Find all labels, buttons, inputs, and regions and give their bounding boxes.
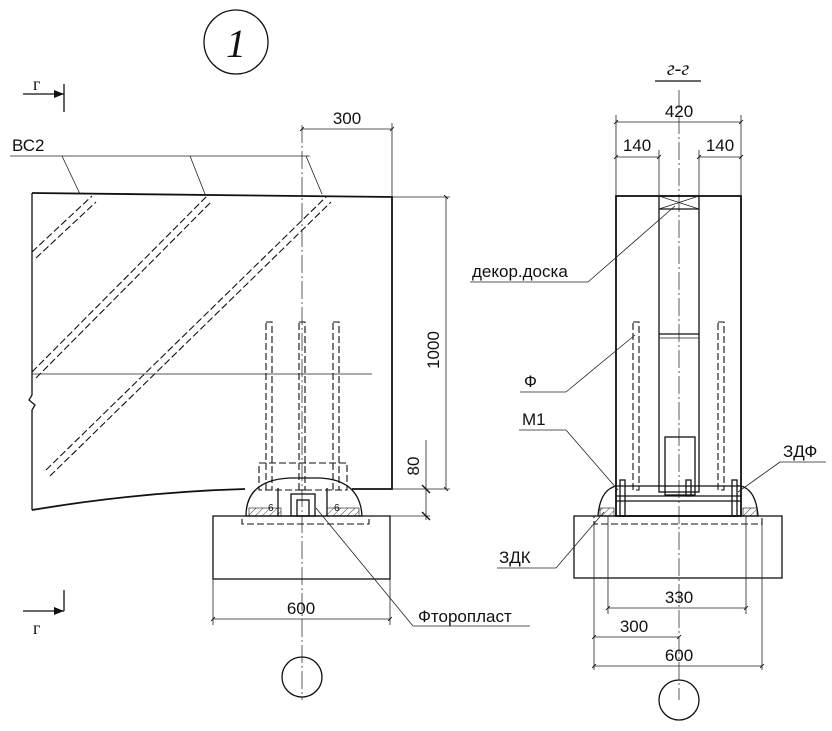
leader-decor-board: декор.доска	[470, 205, 676, 283]
dim-line-330: 330	[605, 516, 749, 614]
dim-line-1000: 1000	[392, 194, 450, 492]
dim-300-right: 300	[620, 617, 648, 636]
label-decor-board: декор.доска	[472, 262, 568, 281]
bearing-pad-left: 6 6	[245, 477, 363, 517]
dim-330: 330	[665, 588, 693, 607]
left-elevation-view: 6 6 300 1000 80	[10, 109, 530, 700]
decor-board	[658, 195, 700, 493]
label-ftoroplast: Фторопласт	[418, 607, 512, 626]
dim-line-140: 140 140	[613, 136, 744, 196]
dim-6-left: 6	[268, 503, 274, 514]
support-column-left	[212, 515, 391, 580]
dim-line-600-right: 600	[591, 524, 765, 670]
dim-80: 80	[404, 457, 423, 476]
dim-300-top: 300	[333, 109, 361, 128]
dim-line-300-top: 300	[299, 109, 395, 197]
leader-bc2: ВС2	[10, 136, 323, 195]
dim-600-left: 600	[287, 599, 315, 618]
diagonal-straps	[31, 195, 332, 477]
leader-zdf: ЗДФ	[737, 442, 826, 493]
label-f: Ф	[524, 372, 537, 391]
dim-140-right: 140	[706, 136, 734, 155]
dim-line-300-right: 300	[591, 524, 682, 670]
dim-420: 420	[665, 102, 693, 121]
label-zdk: ЗДК	[499, 548, 531, 567]
dim-line-80: 80	[362, 440, 431, 521]
label-zdf: ЗДФ	[783, 442, 817, 461]
section-mark-bottom-letter: г	[33, 618, 40, 638]
dim-140-left: 140	[623, 136, 651, 155]
section-mark-top-letter: г	[33, 74, 40, 94]
beam-outline	[31, 192, 393, 511]
dim-line-600-left: 600	[210, 579, 393, 625]
leader-m1: М1	[519, 410, 619, 491]
dim-1000: 1000	[424, 331, 443, 369]
label-bc2: ВС2	[12, 136, 45, 155]
right-section-view: г-г	[470, 58, 826, 721]
leader-ftoroplast: Фторопласт	[315, 507, 530, 627]
leader-zdk: ЗДК	[497, 511, 605, 569]
beam-break-line	[28, 193, 36, 510]
section-title: г-г	[667, 58, 689, 80]
section-mark-top: г	[23, 74, 65, 112]
label-m1: М1	[522, 410, 546, 429]
section-mark-bottom: г	[23, 590, 65, 638]
dim-6-right: 6	[334, 503, 340, 514]
support-column-right	[573, 515, 783, 579]
anchor-bolts	[258, 321, 348, 491]
axis-bubble-left	[281, 656, 323, 698]
leader-f: Ф	[520, 334, 636, 393]
node-number: 1	[226, 21, 246, 66]
node-marker: 1	[203, 9, 269, 75]
bearing-pad-right	[597, 479, 759, 517]
axis-bubble-right	[658, 679, 700, 721]
dim-600-right: 600	[665, 646, 693, 665]
beam-section	[615, 195, 742, 517]
